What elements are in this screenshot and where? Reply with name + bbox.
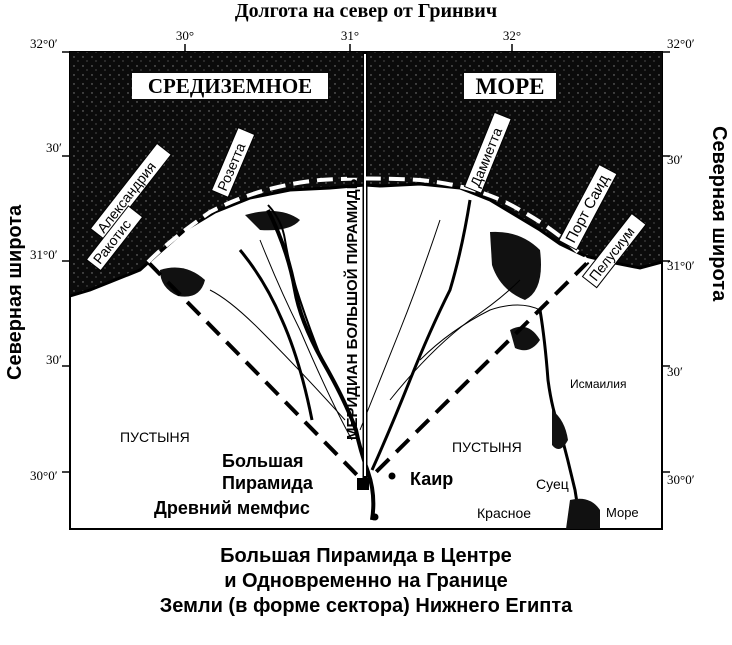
desert-east-label: ПУСТЫНЯ [452, 439, 522, 455]
left-lat-label-3: 31°0′ [30, 247, 58, 262]
right-lat-label-5: 30°0′ [667, 472, 695, 487]
right-lat-label-1: 32°0′ [667, 36, 695, 51]
nile-damietta-branch [370, 199, 472, 471]
pelusium-label-box [581, 212, 647, 289]
left-lat-label-2: 30′ [46, 140, 62, 155]
nile-rosetta-branch [267, 204, 323, 361]
sector-west-boundary [146, 260, 362, 480]
ismailia-label: Исмаилия [570, 377, 626, 391]
right-lat-label-3: 31°0′ [667, 258, 695, 273]
canal-1 [259, 239, 353, 441]
red-sea-label-1: Красное [477, 505, 531, 521]
caption-line-1: Большая Пирамида в Центре [220, 545, 512, 567]
ismailia-lake [552, 410, 568, 449]
canal-4 [209, 289, 346, 421]
canal-5 [419, 304, 541, 361]
western-channel [238, 249, 314, 421]
meridian-label: МЕРИДИАН БОЛЬШОЙ ПИРАМИДЫ [343, 175, 361, 440]
suez-label: Суец [536, 476, 569, 492]
red-sea-label-2: Море [606, 505, 639, 520]
ancient-memphis-label: Древний мемфис [154, 498, 310, 518]
figure-caption: Большая Пирамида в Центре и Одновременно… [0, 544, 732, 619]
great-pyramid-label-1: Большая [222, 451, 304, 471]
cairo-dot [388, 472, 396, 480]
lon-label-32: 32° [503, 28, 521, 43]
left-lat-label-4: 30′ [46, 352, 62, 367]
mediterranean-label: СРЕДИЗЕМНОЕ [148, 74, 312, 98]
left-axis-label: Северная широта [4, 204, 26, 380]
lake-maryut [160, 267, 205, 297]
damietta-label-box [463, 111, 512, 194]
desert-west-label: ПУСТЫНЯ [120, 429, 190, 445]
map-title: Долгота на север от Гринвич [234, 0, 498, 22]
caption-line-3: Земли (в форме сектора) Нижнего Египта [159, 595, 573, 617]
canal-2 [359, 219, 441, 431]
red-sea-gulf [566, 498, 600, 529]
lon-label-31: 31° [341, 28, 359, 43]
left-lat-ticks [62, 51, 70, 473]
cairo-label: Каир [410, 469, 453, 489]
rakotis-label-box [85, 205, 144, 272]
right-axis-label: Северная широта [708, 126, 730, 302]
right-lat-label-2: 30′ [667, 152, 683, 167]
alexandria-label-box [89, 142, 172, 241]
sector-east-boundary [368, 260, 590, 480]
great-pyramid-label-2: Пирамида [222, 473, 314, 493]
lake-manzala [490, 231, 541, 300]
rosetta-label-box [210, 126, 256, 198]
lon-label-30: 30° [176, 28, 194, 43]
left-lat-label-5: 30°0′ [30, 468, 58, 483]
mediterranean-label-box [132, 73, 328, 99]
sector-arc [146, 176, 590, 264]
caption-line-2: и Одновременно на Границе [224, 570, 508, 592]
right-lat-ticks [662, 51, 670, 473]
great-pyramid-marker [357, 478, 369, 490]
canal-3 [389, 279, 521, 401]
left-lat-label-1: 32°0′ [30, 36, 58, 51]
memphis-dot [371, 513, 379, 521]
right-lat-label-4: 30′ [667, 364, 683, 379]
sea-label-box [464, 73, 556, 99]
port-said-label-box [558, 163, 618, 251]
sea-label: МОРЕ [476, 74, 545, 99]
